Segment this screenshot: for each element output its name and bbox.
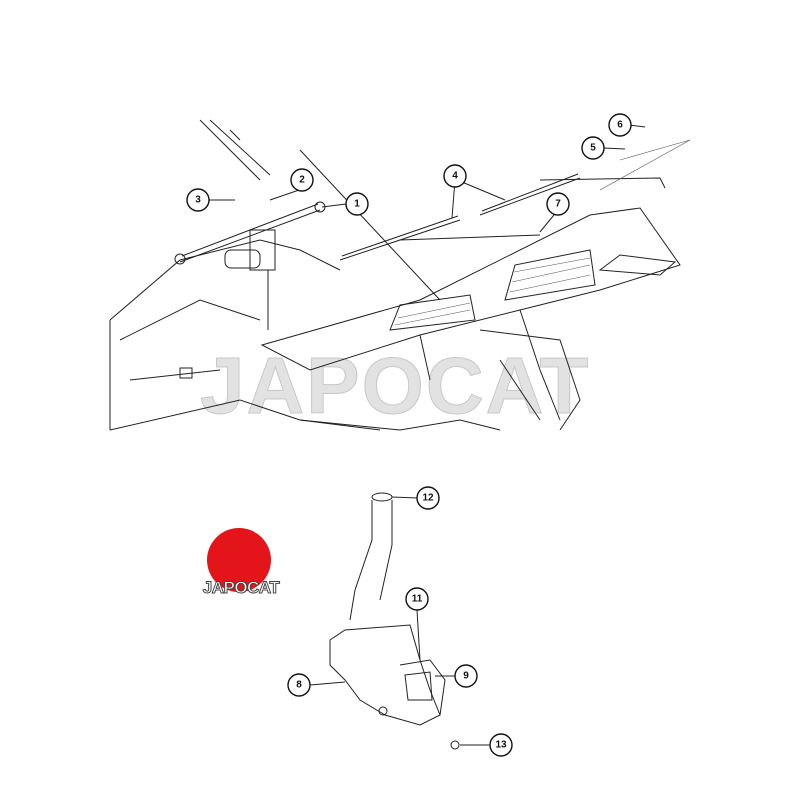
callout-5: 5 — [581, 136, 605, 160]
callout-6: 6 — [608, 113, 632, 137]
leader-lines — [209, 124, 646, 746]
vehicle-body-frame — [109, 119, 581, 431]
svg-text:6: 6 — [617, 120, 623, 131]
callout-11: 11 — [405, 587, 429, 611]
logo-red-disc — [207, 528, 271, 592]
callout-3: 3 — [186, 188, 210, 212]
svg-text:2: 2 — [299, 175, 305, 186]
callout-13: 13 — [489, 733, 513, 757]
watermark: JAPOCAT — [199, 341, 591, 431]
svg-text:5: 5 — [590, 143, 596, 154]
callout-9: 9 — [454, 664, 478, 688]
cowl-panel — [260, 207, 681, 421]
svg-text:8: 8 — [296, 680, 302, 691]
wiper-arms-blades — [339, 139, 691, 261]
svg-text:7: 7 — [555, 199, 561, 210]
svg-text:3: 3 — [195, 195, 201, 206]
svg-text:1: 1 — [354, 199, 360, 210]
callout-labels: 1 2 3 4 5 6 7 8 9 11 12 13 — [186, 113, 632, 757]
svg-text:9: 9 — [463, 671, 469, 682]
svg-text:12: 12 — [422, 493, 434, 504]
brand-logo: JAPOCAT — [195, 528, 287, 608]
wiper-linkage-motor — [174, 201, 326, 330]
svg-text:4: 4 — [452, 171, 458, 182]
logo-wordmark: JAPOCAT — [202, 578, 280, 598]
callout-1: 1 — [345, 192, 369, 216]
callout-4: 4 — [443, 164, 467, 188]
callout-8: 8 — [287, 673, 311, 697]
svg-text:13: 13 — [495, 740, 507, 751]
washer-reservoir — [329, 492, 460, 750]
callout-12: 12 — [416, 486, 440, 510]
callout-2: 2 — [290, 168, 314, 192]
callout-7: 7 — [546, 192, 570, 216]
svg-text:11: 11 — [412, 594, 423, 605]
